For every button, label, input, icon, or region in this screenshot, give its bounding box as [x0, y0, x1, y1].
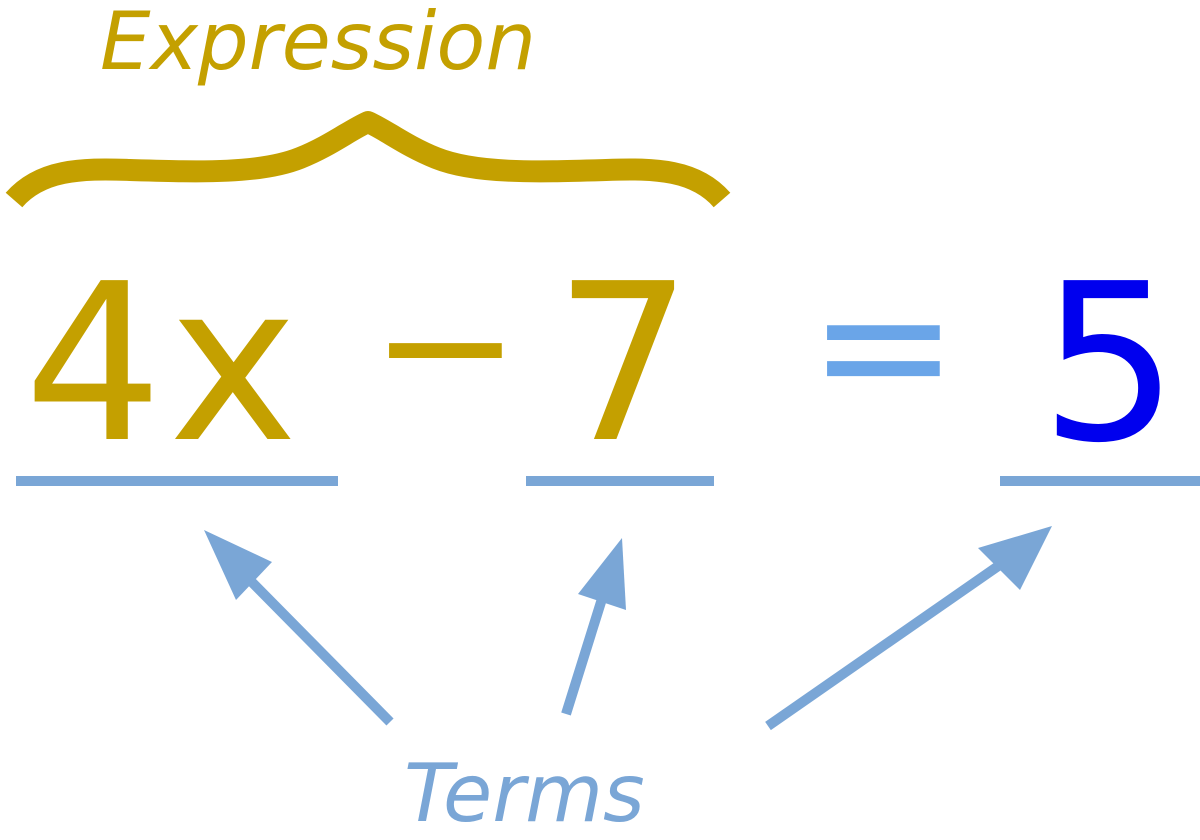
arrow-2-head	[578, 538, 626, 610]
term-3-text: 5	[1040, 238, 1179, 491]
minus-operator: −	[370, 241, 521, 450]
term-2-text: 7	[554, 238, 693, 491]
arrow-3-head	[978, 526, 1052, 590]
equals-sign: =	[808, 241, 959, 450]
arrow-1-shaft	[232, 562, 394, 726]
expression-brace	[5, 111, 731, 208]
arrow-2-shaft	[561, 584, 611, 716]
terms-label: Terms	[404, 747, 645, 840]
arrow-3-shaft	[765, 557, 1007, 731]
expression-label: Expression	[100, 0, 537, 88]
arrow-1-head	[204, 530, 272, 600]
term-1-text: 4x	[24, 238, 304, 491]
